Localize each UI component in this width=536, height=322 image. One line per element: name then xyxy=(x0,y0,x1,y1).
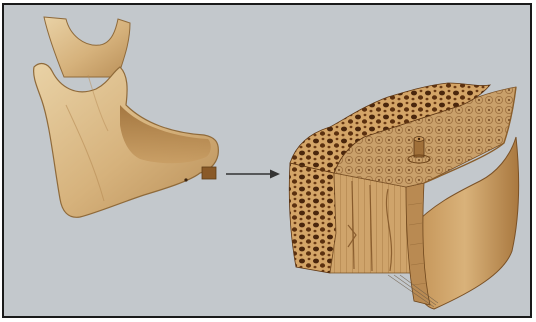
spongy-bone-front xyxy=(289,163,336,273)
illustration-frame xyxy=(2,3,532,318)
section-cut-marker xyxy=(202,167,216,179)
pointer-arrow xyxy=(226,170,280,179)
bone-cross-section xyxy=(289,83,518,309)
mandible-condyle xyxy=(44,17,130,77)
illustration-canvas xyxy=(4,5,530,316)
mandible-illustration xyxy=(34,17,219,217)
